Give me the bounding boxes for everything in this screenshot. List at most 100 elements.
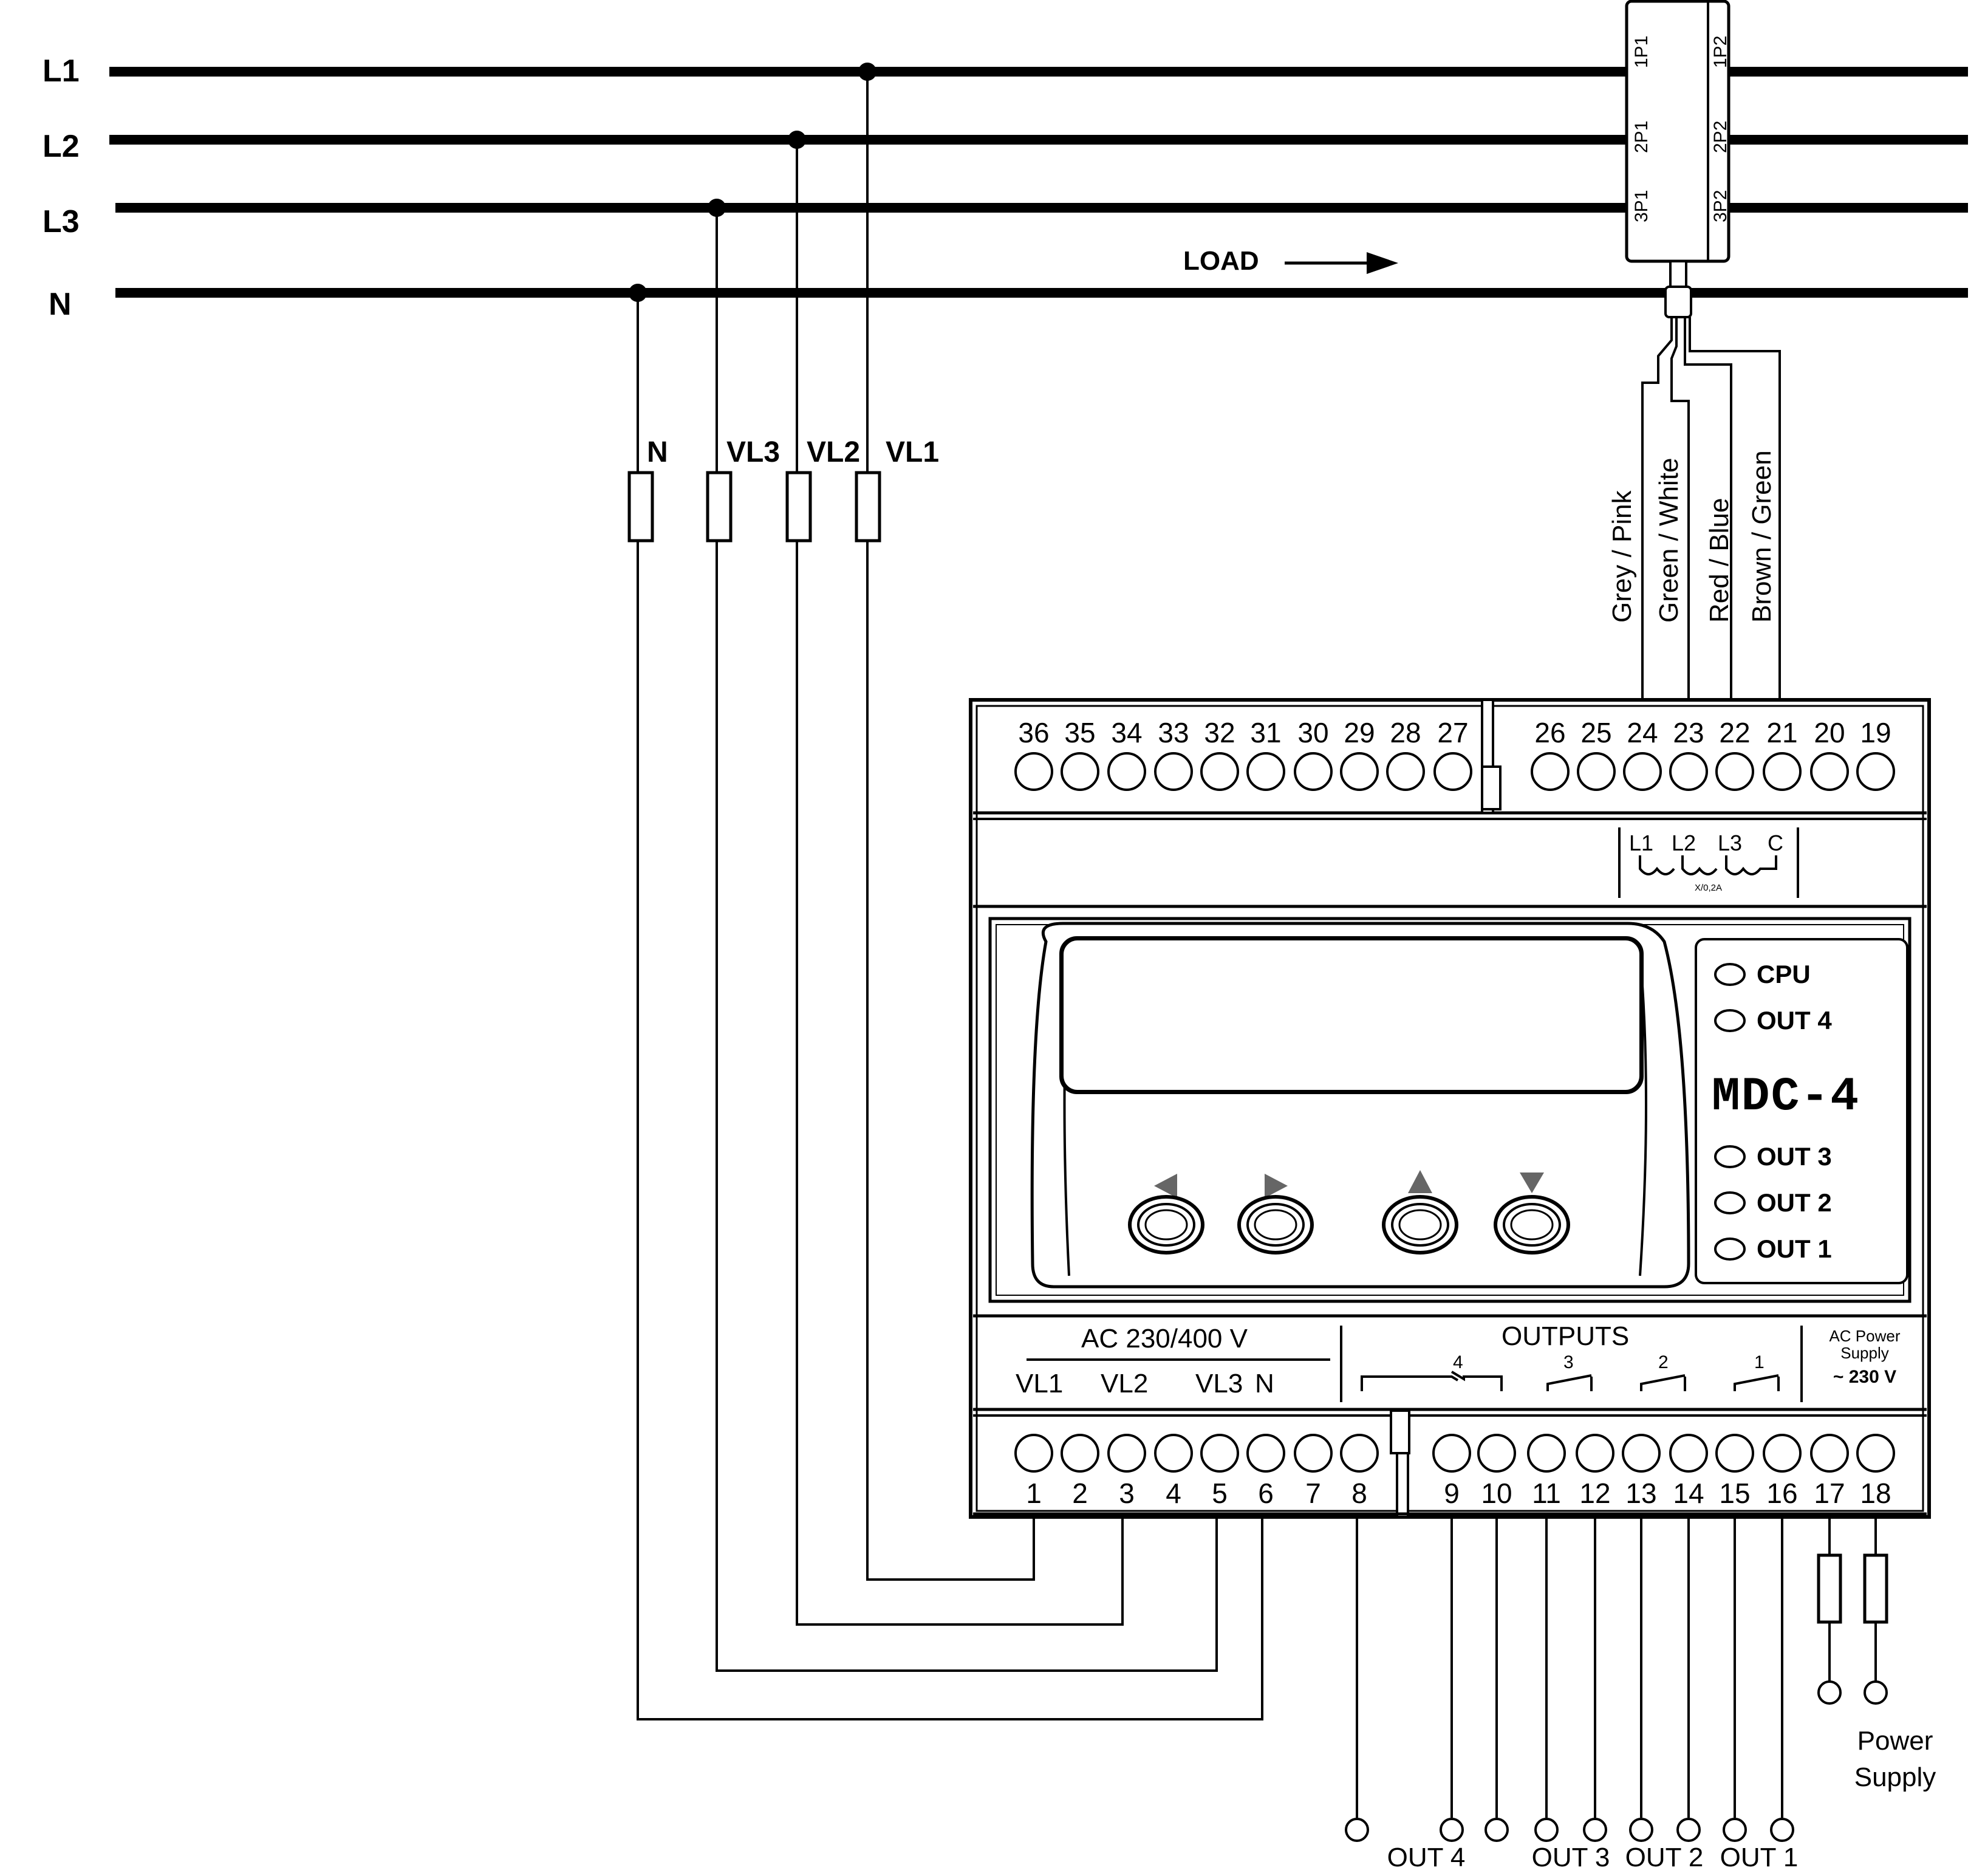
power-supply-label-line1: Power — [1857, 1726, 1933, 1756]
terminal-screw — [1527, 1434, 1566, 1473]
terminal-number: 16 — [1766, 1477, 1797, 1509]
bottom-terminal-16: 16 — [1763, 1434, 1802, 1509]
terminal-number: 4 — [1166, 1477, 1181, 1509]
output-terminal-point — [1723, 1818, 1747, 1842]
up-button[interactable] — [1382, 1195, 1458, 1255]
top-terminal-33: 33 — [1154, 717, 1193, 791]
terminal-number: 30 — [1297, 717, 1328, 748]
output-terminal-point — [1583, 1818, 1607, 1842]
terminal-number: 18 — [1860, 1477, 1891, 1509]
terminal-screw — [1340, 752, 1379, 791]
ct-input-l1: L1 — [1629, 830, 1653, 855]
ct-label-3p2: 3P2 — [1710, 190, 1730, 222]
top-terminal-26: 26 — [1531, 717, 1570, 791]
voltage-input-vl1: VL1 — [1016, 1369, 1063, 1398]
terminal-screw — [1294, 752, 1333, 791]
terminal-number: 24 — [1627, 717, 1658, 748]
terminal-number: 23 — [1673, 717, 1704, 748]
output-terminal-point — [1345, 1818, 1369, 1842]
top-terminal-34: 34 — [1107, 717, 1146, 791]
terminal-number: 12 — [1579, 1477, 1610, 1509]
terminal-number: 13 — [1625, 1477, 1656, 1509]
ct-connector-stub — [1669, 260, 1687, 288]
terminal-number: 8 — [1351, 1477, 1367, 1509]
led-out1: OUT 1 — [1714, 1234, 1832, 1263]
fuse-label-vl1: VL1 — [886, 436, 939, 468]
down-arrow-icon — [1520, 1172, 1544, 1193]
output-terminal-point — [1440, 1818, 1464, 1842]
led-label-out3: OUT 3 — [1757, 1142, 1832, 1171]
wire-label-red-blue: Red / Blue — [1704, 498, 1734, 623]
led-out3: OUT 3 — [1714, 1142, 1832, 1171]
fuse-label-vl2: VL2 — [807, 436, 860, 468]
terminal-number: 17 — [1814, 1477, 1845, 1509]
bus-label-l1: L1 — [43, 53, 80, 89]
terminal-number: 14 — [1673, 1477, 1704, 1509]
terminal-screw — [1856, 1434, 1895, 1473]
bottom-terminal-4: 4 — [1154, 1434, 1193, 1509]
load-arrow-head — [1367, 252, 1398, 274]
top-terminal-20: 20 — [1810, 717, 1849, 791]
terminal-screw — [1433, 752, 1472, 791]
load-indicator: LOAD — [1183, 246, 1398, 276]
output-terminal-point — [1534, 1818, 1559, 1842]
top-terminal-29: 29 — [1340, 717, 1379, 791]
terminal-screw — [1014, 1434, 1053, 1473]
terminal-number: 32 — [1204, 717, 1235, 748]
terminal-number: 7 — [1305, 1477, 1321, 1509]
terminal-screw — [1200, 752, 1239, 791]
lcd-display — [1060, 937, 1643, 1094]
top-terminal-36: 36 — [1014, 717, 1053, 791]
terminal-number: 35 — [1064, 717, 1095, 748]
ct-connector-plug — [1664, 286, 1692, 318]
bottom-terminal-7: 7 — [1294, 1434, 1333, 1509]
top-terminal-block — [973, 699, 1927, 820]
terminal-number: 27 — [1437, 717, 1468, 748]
power-voltage-label: ~ 230 V — [1833, 1367, 1896, 1387]
terminal-screw — [1061, 1434, 1099, 1473]
output-label-out4: OUT 4 — [1387, 1843, 1466, 1872]
output-terminal-point — [1484, 1818, 1509, 1842]
left-button[interactable] — [1128, 1195, 1204, 1255]
output-wiring: OUT 4 OUT 3 OUT 2 OUT 1 — [1345, 1514, 1798, 1872]
right-button[interactable] — [1237, 1195, 1314, 1255]
led-indicator — [1714, 1145, 1746, 1168]
terminal-screw — [1014, 752, 1053, 791]
led-label-out1: OUT 1 — [1757, 1234, 1832, 1263]
terminal-screw — [1154, 752, 1193, 791]
terminal-screw — [1386, 752, 1425, 791]
bottom-terminal-3: 3 — [1107, 1434, 1146, 1509]
terminal-screw — [1477, 1434, 1516, 1473]
power-terminal-point — [1817, 1680, 1842, 1705]
down-button[interactable] — [1494, 1195, 1570, 1255]
led-cpu: CPU — [1714, 960, 1811, 988]
terminal-screw — [1810, 752, 1849, 791]
led-indicator — [1714, 1238, 1746, 1261]
terminal-screw — [1623, 752, 1662, 791]
right-arrow-icon — [1265, 1174, 1288, 1198]
terminal-screw — [1061, 752, 1099, 791]
terminal-number: 10 — [1481, 1477, 1512, 1509]
bus-label-l2: L2 — [43, 129, 80, 164]
terminal-number: 26 — [1534, 717, 1565, 748]
terminal-screw — [1107, 1434, 1146, 1473]
power-terminal-point — [1864, 1680, 1888, 1705]
terminal-number: 25 — [1580, 717, 1611, 748]
led-panel — [1695, 938, 1908, 1284]
bottom-label-strip: AC 230/400 V VL1 VL2 VL3 N OUTPUTS 4 3 2… — [973, 1314, 1927, 1417]
up-arrow-icon — [1408, 1170, 1432, 1193]
output-number-4: 4 — [1453, 1352, 1463, 1372]
current-transformer: 1P1 2P1 3P1 1P2 2P2 3P2 Grey / Pink Gree… — [1607, 0, 1781, 702]
bottom-terminal-9: 9 — [1432, 1434, 1471, 1509]
terminal-number: 34 — [1111, 717, 1142, 748]
bottom-terminal-5: 5 — [1200, 1434, 1239, 1509]
voltage-fuses: N VL3 VL2 VL1 — [627, 436, 939, 543]
ct-coil-symbol — [1639, 855, 1777, 875]
output-label-out3: OUT 3 — [1532, 1843, 1610, 1872]
voltage-input-label: AC 230/400 V — [1081, 1324, 1248, 1354]
top-terminal-28: 28 — [1386, 717, 1425, 791]
led-out2: OUT 2 — [1714, 1188, 1832, 1217]
